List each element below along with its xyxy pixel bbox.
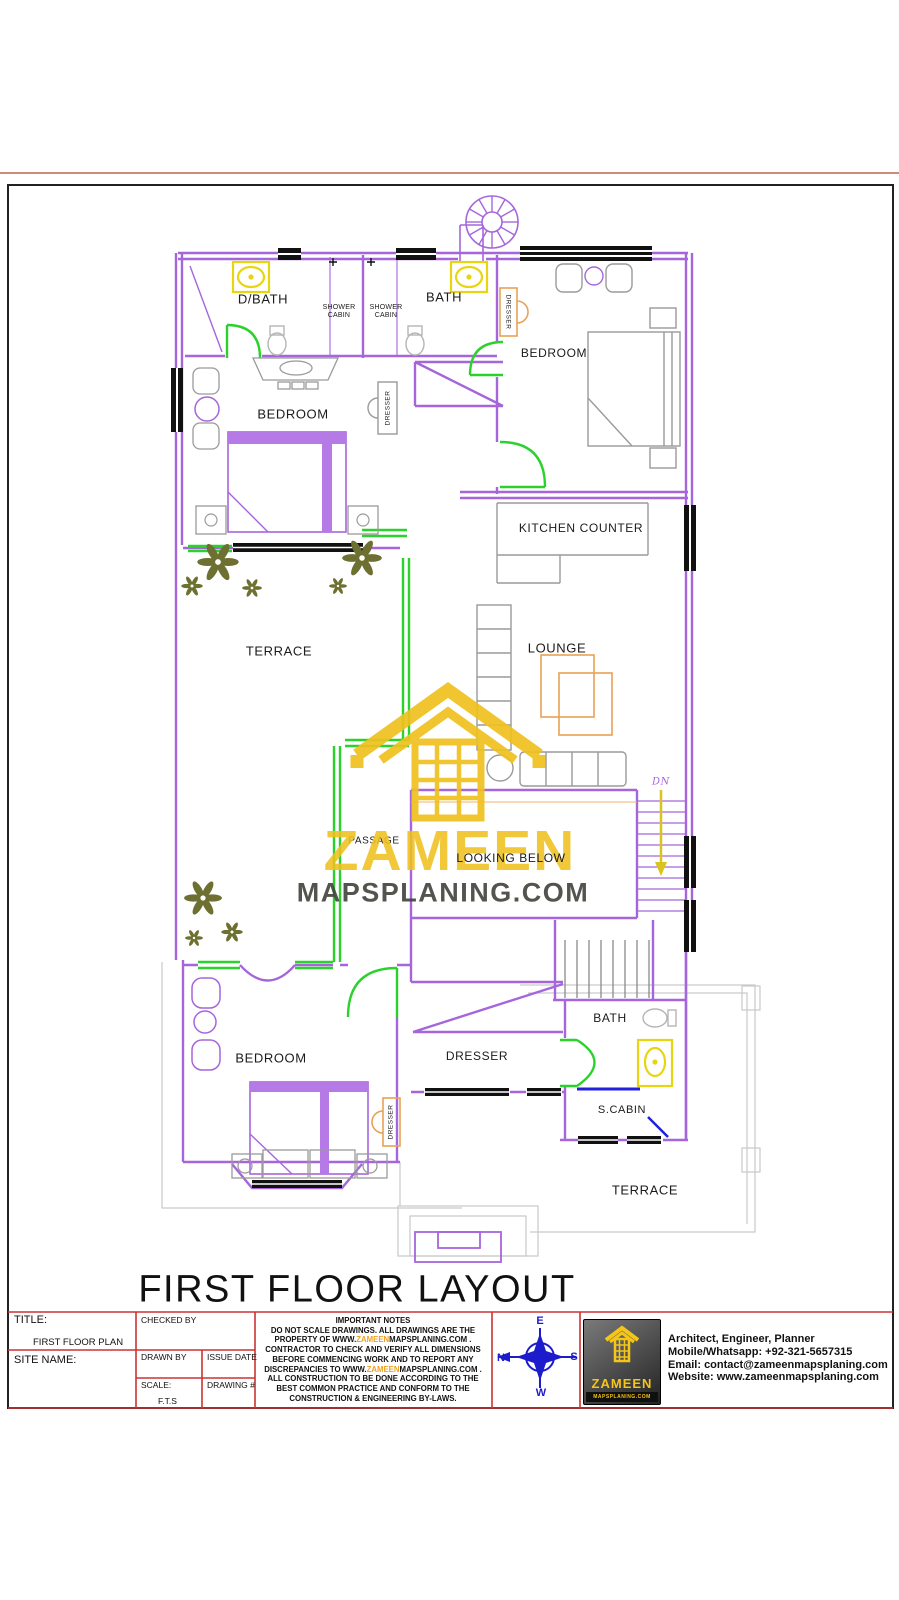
room-label-looking-below: LOOKING BELOW <box>456 851 566 865</box>
issue-date-label: ISSUE DATE <box>207 1352 257 1362</box>
contact-mobile: Mobile/Whatsapp: +92-321-5657315 <box>668 1345 853 1358</box>
room-label-terrace-bottom: TERRACE <box>611 1182 679 1198</box>
blue-elements <box>577 1087 669 1138</box>
room-label-shower-cabin-2: SHOWER CABIN <box>369 304 403 319</box>
cabinet-label-dresser-left: DRESSER <box>384 390 392 426</box>
compass-west: W <box>535 1387 547 1399</box>
shower-partitions <box>329 257 398 355</box>
room-label-dresser-area: DRESSER <box>445 1049 509 1063</box>
room-label-shower-cabin-1: SHOWER CABIN <box>322 304 356 319</box>
shower-head-icons <box>329 258 375 266</box>
company-logo: ZAMEEN MAPSPLANING.COM <box>583 1319 661 1405</box>
watermark-domain: MAPSPLANING.COM <box>296 877 590 908</box>
bedroom-left-furniture <box>192 367 379 535</box>
scale-value: F.T.S <box>158 1396 177 1406</box>
sink-fixtures <box>231 260 674 1088</box>
cabinet-label-dresser-top: DRESSER <box>504 294 512 330</box>
cabinet-label-dresser-bottom: DRESSER <box>387 1104 395 1140</box>
spiral-staircase <box>459 195 519 263</box>
drawn-by-label: DRAWN BY <box>141 1352 187 1362</box>
room-label-passage: PASSAGE <box>348 835 400 847</box>
vanity-counter <box>251 357 340 390</box>
room-label-bedroom-left: BEDROOM <box>257 406 329 422</box>
kitchen-counter-outline <box>496 502 649 584</box>
notes-line: CONTRACTOR TO CHECK AND VERIFY ALL DIMEN… <box>265 1345 481 1355</box>
site-name-label: SITE NAME: <box>14 1354 77 1366</box>
checked-by-label: CHECKED BY <box>141 1315 197 1325</box>
lower-level-outline <box>161 962 761 1257</box>
room-label-bedroom-top-right: BEDROOM <box>520 346 588 360</box>
lounge-furniture <box>476 604 627 787</box>
important-notes: IMPORTANT NOTES DO NOT SCALE DRAWINGS. A… <box>257 1316 489 1403</box>
dn-arrow <box>655 790 667 876</box>
notes-line: DO NOT SCALE DRAWINGS. ALL DRAWINGS ARE … <box>270 1325 476 1335</box>
room-label-terrace-left: TERRACE <box>245 643 313 659</box>
notes-line: CONSTRUCTION & ENGINEERING BY-LAWS. <box>289 1393 457 1403</box>
toilet-fixtures <box>267 325 677 1028</box>
lower-stairs <box>564 940 650 998</box>
watermark-house-icon <box>350 682 546 822</box>
room-label-bedroom-bottom: BEDROOM <box>235 1050 307 1066</box>
contact-email: Email: contact@zameenmapsplaning.com <box>668 1358 888 1371</box>
room-label-s-cabin: S.CABIN <box>597 1104 647 1116</box>
drawing-number-label: DRAWING # <box>207 1380 255 1390</box>
scale-label: SCALE: <box>141 1380 172 1390</box>
page-title: FIRST FLOOR LAYOUT <box>138 1268 576 1311</box>
compass-east: E <box>536 1315 544 1327</box>
compass-south: S <box>570 1351 578 1363</box>
title-label: TITLE: <box>14 1314 48 1326</box>
title-value: FIRST FLOOR PLAN <box>33 1337 124 1348</box>
windows <box>171 246 696 1188</box>
room-label-bath-bottom: BATH <box>593 1011 627 1025</box>
house-icon <box>601 1325 643 1370</box>
stair-label-dn: DN <box>652 776 670 788</box>
logo-brand-text: ZAMEEN <box>591 1376 653 1391</box>
gray-dresser <box>367 381 398 435</box>
contact-info: Architect, Engineer, Planner Mobile/What… <box>668 1333 888 1384</box>
room-label-kitchen-counter: KITCHEN COUNTER <box>518 521 644 535</box>
logo-domain-text: MAPSPLANING.COM <box>586 1392 658 1402</box>
room-label-lounge: LOUNGE <box>527 640 587 656</box>
notes-line: DISCREPANCIES TO WWW.ZAMEENMAPSPLANING.C… <box>264 1364 482 1374</box>
watermark-brand: ZAMEEN <box>323 819 577 883</box>
notes-line: ALL CONSTRUCTION TO BE DONE ACCORDING TO… <box>267 1374 479 1384</box>
room-label-bath-top: BATH <box>425 289 463 305</box>
notes-line: BEST COMMON PRACTICE AND CONFORM TO THE <box>276 1383 470 1393</box>
title-block-grid <box>8 1311 893 1409</box>
orange-cabinets <box>371 287 613 1147</box>
notes-line: BEFORE COMMENCING WORK AND TO REPORT ANY <box>272 1354 474 1364</box>
notes-heading: IMPORTANT NOTES <box>335 1316 411 1325</box>
contact-role: Architect, Engineer, Planner <box>668 1333 815 1345</box>
room-label-d-bath: D/BATH <box>237 291 289 307</box>
bedroom-bottom-furniture <box>191 977 388 1179</box>
compass-rose <box>497 1328 576 1388</box>
compass-north: N <box>497 1352 505 1364</box>
notes-line: PROPERTY OF WWW.ZAMEENMAPSPLANING.COM . <box>274 1335 472 1345</box>
bedroom-tr-furniture <box>555 263 681 469</box>
contact-website: Website: www.zameenmapsplaning.com <box>668 1371 879 1384</box>
